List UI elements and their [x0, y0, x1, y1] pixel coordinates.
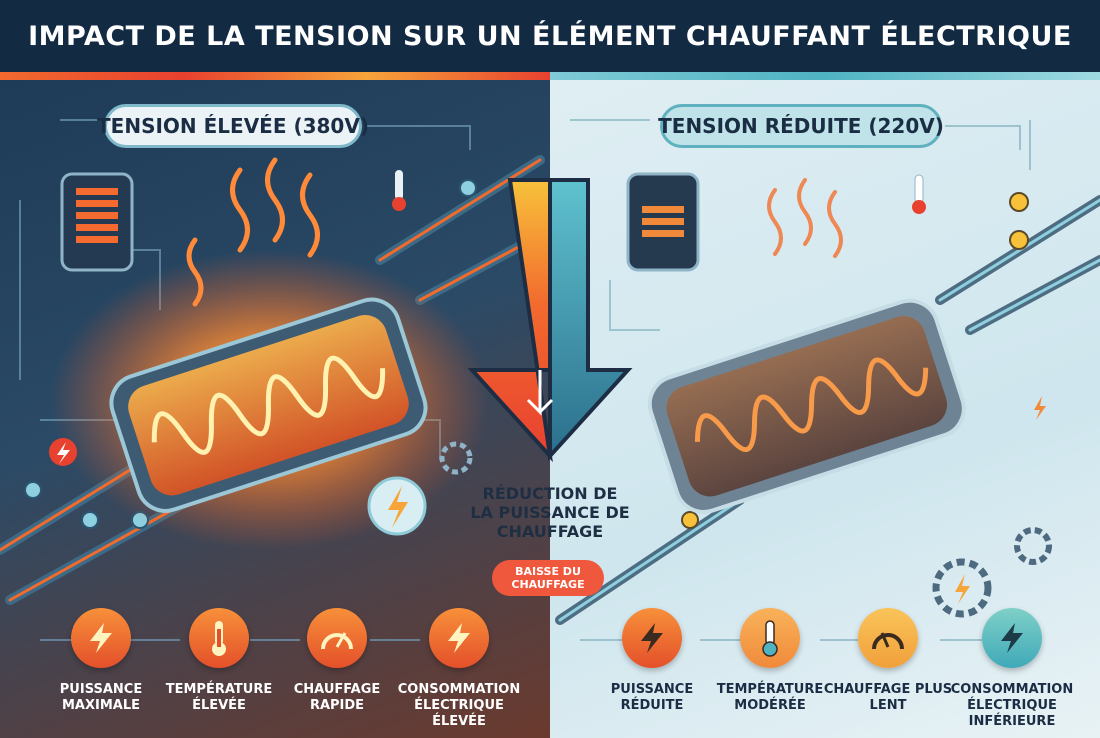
heating-decrease-badge: Baisse du chauffage — [492, 560, 604, 596]
thermometer-icon — [740, 608, 800, 668]
feature-moderate-temperature: Température modérée — [705, 608, 835, 714]
lightning-icon — [429, 608, 489, 668]
thermometer-icon — [189, 608, 249, 668]
feature-slower-heating: Chauffage plus lent — [823, 608, 953, 714]
title-bar: Impact de la tension sur un élément chau… — [0, 0, 1100, 72]
high-voltage-panel: Tension élevée (380V) Puissance maximale… — [0, 80, 550, 738]
feature-fast-heating: Chauffage rapide — [272, 608, 402, 714]
page-title: Impact de la tension sur un élément chau… — [28, 20, 1072, 52]
feature-high-temperature: Température élevée — [154, 608, 284, 714]
accent-stripe-right — [550, 72, 1100, 80]
lightning-icon — [982, 608, 1042, 668]
feature-high-consumption: Consommation électrique élevée — [394, 608, 524, 730]
gauge-icon — [858, 608, 918, 668]
speedometer-icon — [307, 608, 367, 668]
feature-reduced-power: Puissance réduite — [587, 608, 717, 714]
feature-lower-consumption: Consommation électrique inférieure — [947, 608, 1077, 730]
low-voltage-header: Tension réduite (220V) — [658, 104, 944, 148]
lightning-icon — [71, 608, 131, 668]
center-caption: Réduction de la puissance de chauffage — [470, 484, 630, 541]
low-voltage-illustration — [555, 119, 1100, 641]
feature-max-power: Puissance maximale — [36, 608, 166, 714]
high-voltage-illustration — [0, 119, 550, 641]
high-voltage-header: Tension élevée (380V) — [97, 104, 369, 148]
accent-stripe-left — [0, 72, 550, 80]
lightning-icon — [622, 608, 682, 668]
low-voltage-panel: Tension réduite (220V) Puissance réduite… — [550, 80, 1100, 738]
